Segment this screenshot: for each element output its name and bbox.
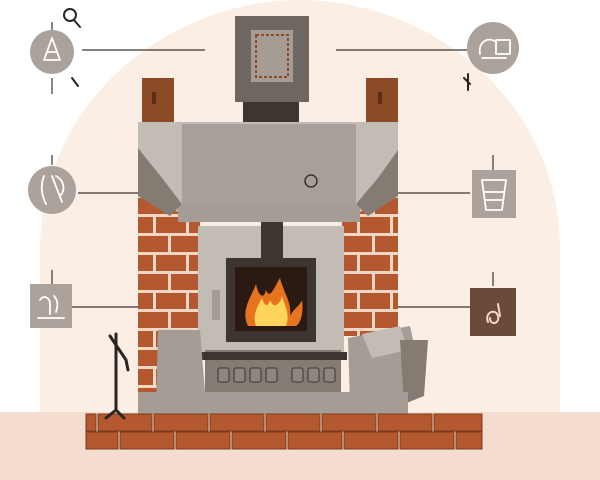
brick — [393, 255, 398, 271]
hearth-brick — [377, 413, 433, 432]
callout-left-middle — [28, 166, 76, 214]
fireplace-pipe-icon — [478, 38, 511, 59]
stove-vent-slot — [233, 367, 246, 383]
magnifier-icon — [63, 8, 81, 28]
hood-knob-icon — [304, 174, 318, 188]
brick — [156, 293, 186, 309]
brick — [138, 255, 153, 271]
brick — [138, 236, 168, 252]
callout-left-bottom — [30, 284, 72, 328]
chimney-cowl-icon — [43, 37, 61, 61]
brick — [138, 331, 153, 347]
brick — [171, 274, 200, 290]
callout-right-top — [467, 22, 519, 74]
callout-right-middle — [472, 170, 516, 218]
chimney-vent — [235, 16, 309, 122]
brick — [138, 369, 153, 385]
fire-poker-icon — [104, 332, 130, 420]
stove-vent-slot — [291, 367, 304, 383]
brick — [342, 236, 372, 252]
hearth-brick — [399, 431, 455, 450]
brick — [189, 255, 200, 271]
brick — [360, 255, 390, 271]
brick — [138, 274, 168, 290]
brick — [342, 255, 357, 271]
brick — [360, 217, 390, 233]
hearth-brick — [321, 413, 377, 432]
fireplace-hood — [138, 122, 398, 222]
hearth-brick — [287, 431, 343, 450]
brick — [189, 293, 200, 309]
stove-vent-slot — [307, 367, 320, 383]
brick — [375, 236, 398, 252]
brick — [171, 312, 200, 328]
brick — [171, 236, 200, 252]
wooden-posts — [142, 78, 398, 124]
hearth-brick — [85, 413, 97, 432]
brick — [156, 255, 186, 271]
heat-shield-icon — [37, 295, 65, 319]
brick — [342, 293, 357, 309]
hearth-brick — [153, 413, 209, 432]
stove-vent-slot — [323, 367, 336, 383]
brick — [342, 331, 357, 336]
hearth-brick — [85, 431, 119, 450]
brick — [393, 217, 398, 233]
brick — [342, 274, 372, 290]
stove-assembly — [198, 222, 347, 394]
brick — [375, 312, 398, 328]
brick — [360, 293, 390, 309]
hearth-brick — [231, 431, 287, 450]
hearth — [85, 392, 483, 450]
hearth-brick — [433, 413, 483, 432]
ash-bucket-icon — [481, 179, 507, 211]
ember-flame-icon — [71, 77, 79, 87]
stove-vent-slot — [265, 367, 278, 383]
hearth-brick — [119, 431, 175, 450]
hearth-brick — [455, 431, 483, 450]
brick — [375, 274, 398, 290]
hand-tool-icon — [40, 175, 65, 205]
brick — [138, 312, 168, 328]
gauge-dial-icon — [463, 73, 471, 91]
brick — [393, 293, 398, 309]
hearth-brick — [343, 431, 399, 450]
brick — [138, 293, 153, 309]
brick — [342, 312, 372, 328]
callout-right-bottom — [470, 288, 516, 336]
stove-vent-slot — [217, 367, 230, 383]
leader-lines — [51, 22, 494, 308]
stove-vent-slot — [249, 367, 262, 383]
hearth-brick — [209, 413, 265, 432]
callout-left-top — [30, 30, 74, 74]
hearth-brick — [265, 413, 321, 432]
hearth-brick — [175, 431, 231, 450]
stone-rubble — [156, 326, 428, 404]
brick — [189, 217, 200, 233]
heat-sensor-icon — [486, 303, 501, 324]
hearth-brick — [97, 413, 153, 432]
brick — [138, 217, 153, 233]
